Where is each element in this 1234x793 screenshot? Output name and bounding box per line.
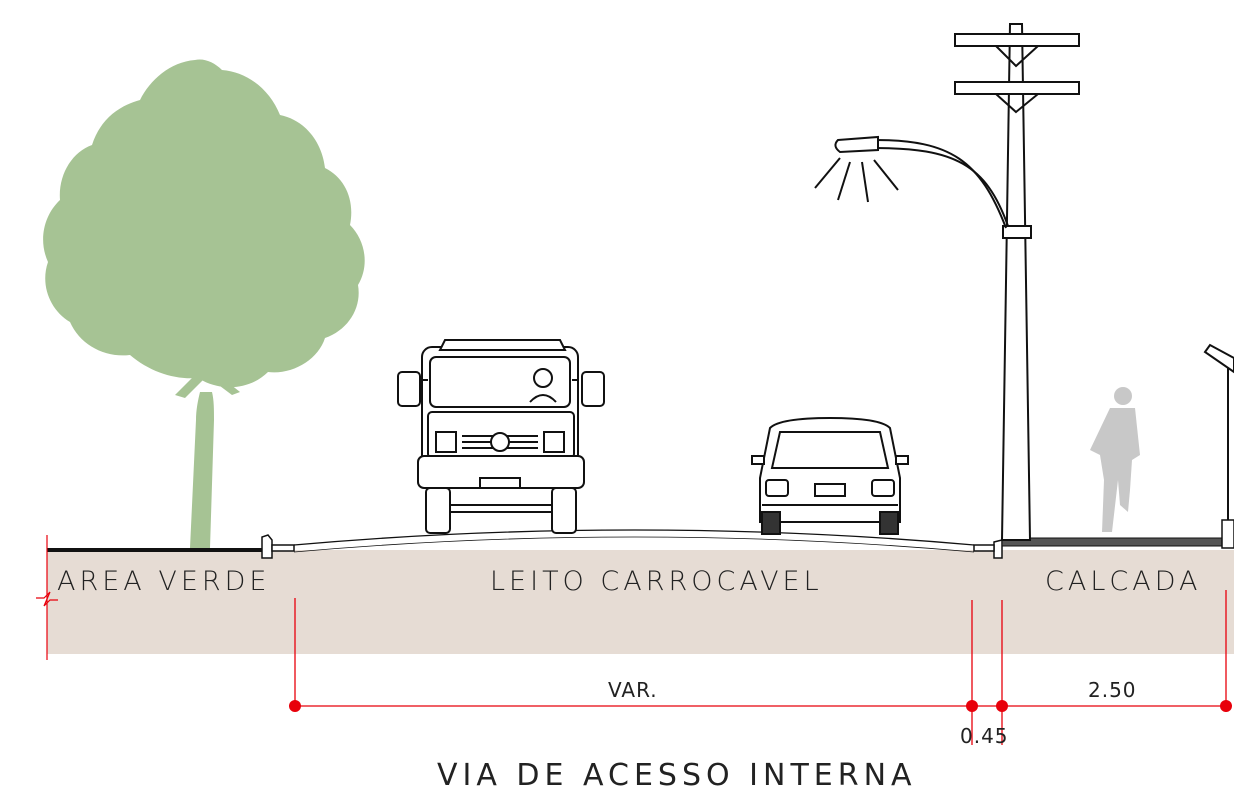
truck-icon (397, 339, 605, 534)
street-sign-icon (1203, 343, 1234, 520)
sidewalk-surface (1001, 537, 1225, 547)
drawing-title: VIA DE ACESSO INTERNA (437, 758, 917, 793)
zone-label-roadway: LEITO CARROCAVEL (490, 566, 823, 597)
dimension-lines (289, 590, 1232, 745)
dimension-roadway-width: VAR. (608, 678, 658, 702)
dimension-sidewalk-width: 2.50 (1088, 678, 1137, 702)
road-surface (293, 529, 975, 546)
left-curb (261, 534, 295, 559)
street-light-pole-icon (814, 23, 1080, 541)
road-surface-base (293, 536, 975, 553)
zone-label-green-area: AREA VERDE (57, 566, 270, 597)
car-icon (751, 416, 909, 535)
pedestrian-icon (1090, 387, 1140, 532)
zone-label-sidewalk: CALCADA (1045, 566, 1201, 597)
right-curb (973, 539, 1003, 559)
break-mark (36, 591, 58, 607)
dimension-curb-width: 0.45 (960, 724, 1009, 748)
right-edge-curb (1221, 519, 1234, 549)
tree-icon (43, 59, 365, 548)
ground-band (47, 550, 1234, 654)
